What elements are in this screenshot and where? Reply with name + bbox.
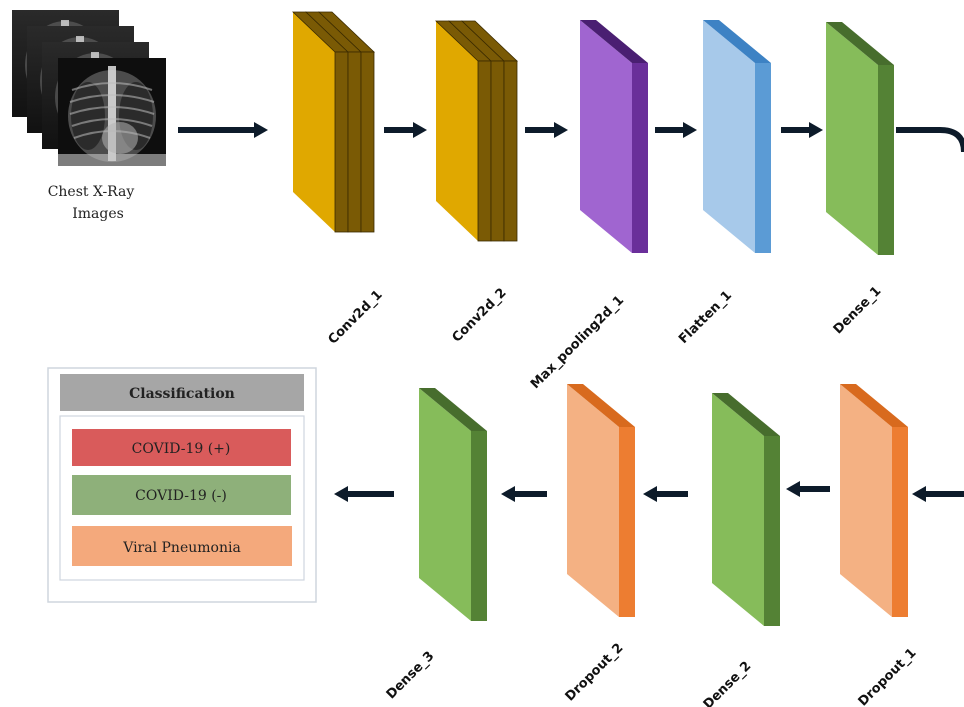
layer-side (360, 51, 375, 233)
layer-face (840, 384, 892, 617)
layer-label-max-pooling2d-1: Max_pooling2d_1 (528, 293, 627, 392)
flow-arrow (912, 486, 964, 502)
layer-flatten-1: Flatten_1 (676, 20, 771, 347)
layer-conv2d-2: Conv2d_2 (435, 20, 518, 346)
layer-face (580, 20, 632, 253)
layer-dense-1: Dense_1 (826, 22, 894, 337)
layers-group: Conv2d_1 Conv2d_2 Max_pooling2d_1 Flatten_1… (292, 11, 919, 707)
layer-side (878, 65, 894, 255)
layer-side (755, 63, 771, 253)
flow-arrow (525, 122, 568, 138)
layer-top (712, 393, 780, 436)
flow-arrow (178, 122, 268, 138)
flow-arrow (334, 486, 394, 502)
class-label-covid-negative: COVID-19 (-) (135, 488, 227, 504)
layer-face (567, 384, 619, 617)
class-box-covid-positive (72, 429, 291, 466)
class-label-viral-pneumonia: Viral Pneumonia (122, 540, 241, 556)
flow-arrow (501, 486, 547, 502)
layer-top (567, 384, 635, 427)
layer-side (632, 63, 648, 253)
layer-face (436, 21, 478, 241)
layer-top (826, 22, 894, 65)
flow-arrow (384, 122, 427, 138)
flow-arrow (781, 122, 823, 138)
row-connector-curve (896, 127, 964, 153)
xray-caption-line1: Chest X-Ray (48, 184, 135, 200)
classification-header (60, 374, 304, 411)
layer-top (580, 20, 648, 63)
layer-top (703, 20, 771, 63)
layer-max-pooling2d-1: Max_pooling2d_1 (528, 20, 648, 392)
flow-arrow (786, 481, 830, 497)
xray-image-stack (12, 10, 166, 166)
layer-dense-3: Dense_3 (384, 388, 487, 702)
layer-face (419, 388, 471, 621)
layer-dropout-2: Dropout_2 (563, 384, 635, 704)
xray-caption-line2: Images (72, 206, 124, 222)
class-box-covid-negative (72, 475, 291, 515)
layer-side (477, 60, 492, 242)
layer-side (764, 436, 780, 626)
class-label-covid-positive: COVID-19 (+) (132, 441, 231, 457)
xray-image (58, 58, 166, 166)
layer-label-dropout-2: Dropout_2 (563, 641, 627, 705)
layer-face (293, 12, 335, 232)
layer-label-conv2d-2: Conv2d_2 (449, 285, 509, 345)
layer-side (471, 431, 487, 621)
layer-top (419, 388, 487, 431)
arrows-group (178, 122, 964, 502)
layer-top (840, 384, 908, 427)
layer-side (619, 427, 635, 617)
layer-side (490, 60, 505, 242)
layer-label-flatten-1: Flatten_1 (676, 288, 735, 347)
layer-side (334, 51, 349, 233)
layer-face (712, 393, 764, 626)
layer-side (892, 427, 908, 617)
flow-arrow (643, 486, 688, 502)
layer-label-dense-3: Dense_3 (384, 649, 438, 703)
layer-dropout-1: Dropout_1 (840, 384, 919, 707)
layer-side (347, 51, 362, 233)
layer-side (503, 60, 518, 242)
layer-dense-2: Dense_2 (701, 393, 780, 707)
classification-title: Classification (129, 386, 235, 402)
classification-panel: Classification COVID-19 (+) COVID-19 (-)… (47, 367, 317, 603)
layer-label-dropout-1: Dropout_1 (856, 646, 920, 707)
layer-face (703, 20, 755, 253)
layer-label-conv2d-1: Conv2d_1 (325, 287, 385, 347)
layer-face (826, 22, 878, 255)
layer-label-dense-2: Dense_2 (701, 659, 755, 707)
layer-conv2d-1: Conv2d_1 (292, 11, 386, 348)
class-box-viral-pneumonia (72, 526, 292, 566)
layer-label-dense-1: Dense_1 (831, 284, 885, 338)
flow-arrow (655, 122, 697, 138)
